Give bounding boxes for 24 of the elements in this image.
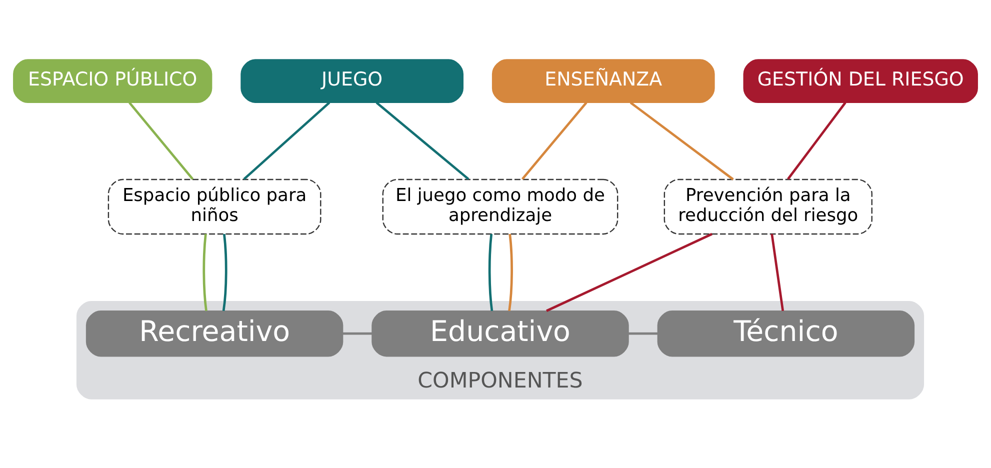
- connector: [770, 234, 784, 312]
- node-box: ENSEÑANZA: [492, 59, 715, 103]
- node-box: JUEGO: [240, 59, 464, 103]
- node-box: ESPACIO PÚBLICO: [13, 59, 212, 103]
- connector: [521, 102, 588, 180]
- node-box: GESTIÓN DEL RIESGO: [743, 59, 978, 103]
- connector: [342, 332, 372, 335]
- connector: [546, 232, 712, 312]
- connector: [628, 332, 658, 335]
- node-box: Recreativo: [86, 310, 344, 357]
- node-box: Espacio público para niños: [108, 178, 322, 235]
- node-box: Técnico: [657, 310, 915, 357]
- node-box: Prevención para la reducción del riesgo: [664, 178, 872, 235]
- connector: [128, 102, 194, 180]
- node-box: Educativo: [372, 310, 629, 357]
- connector: [222, 234, 228, 312]
- connector: [630, 102, 734, 180]
- connector: [488, 234, 494, 312]
- connector: [508, 234, 513, 312]
- connector: [787, 102, 846, 180]
- connector: [202, 234, 208, 312]
- connector: [243, 102, 330, 180]
- node-box: El juego como modo de aprendizaje: [382, 178, 618, 235]
- connector: [376, 102, 470, 180]
